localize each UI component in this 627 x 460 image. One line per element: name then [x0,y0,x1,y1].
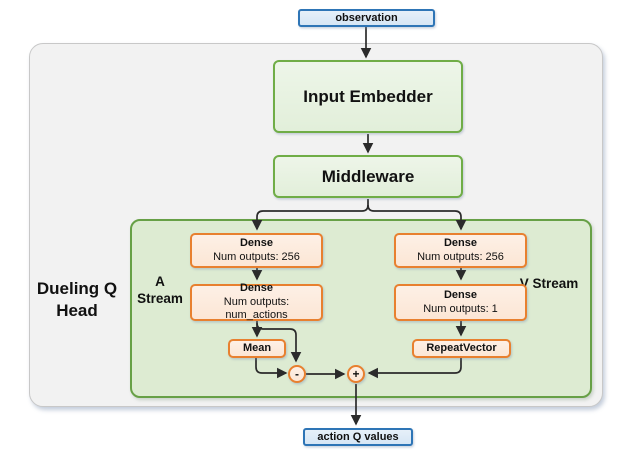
dense-a1-subtitle: Num outputs: 256 [213,250,300,263]
dueling-q-head-label: Dueling Q Head [36,279,118,320]
input-embedder-node: Input Embedder [273,60,463,133]
v-stream-label: V Stream [519,276,579,291]
dense-a1-node: Dense Num outputs: 256 [190,233,323,268]
dense-v2-subtitle: Num outputs: 1 [423,302,498,315]
dense-a1-title: Dense [239,237,274,249]
dense-a2-subtitle: Num outputs: num_actions [223,295,290,322]
dense-v1-title: Dense [443,237,478,249]
a-stream-label: A Stream [137,274,183,306]
observation-node: observation [298,9,435,27]
mean-node: Mean [228,339,286,358]
action-q-values-node: action Q values [303,428,413,446]
middleware-node: Middleware [273,155,463,198]
dense-v2-title: Dense [443,289,478,301]
dense-v1-subtitle: Num outputs: 256 [417,250,504,263]
dense-a2-node: Dense Num outputs: num_actions [190,282,323,322]
add-node: + [347,365,365,383]
dense-v2-node: Dense Num outputs: 1 [394,284,527,321]
repeatvector-node: RepeatVector [412,339,511,358]
subtract-node: - [288,365,306,383]
dense-a2-title: Dense [239,282,274,295]
dense-v1-node: Dense Num outputs: 256 [394,233,527,268]
